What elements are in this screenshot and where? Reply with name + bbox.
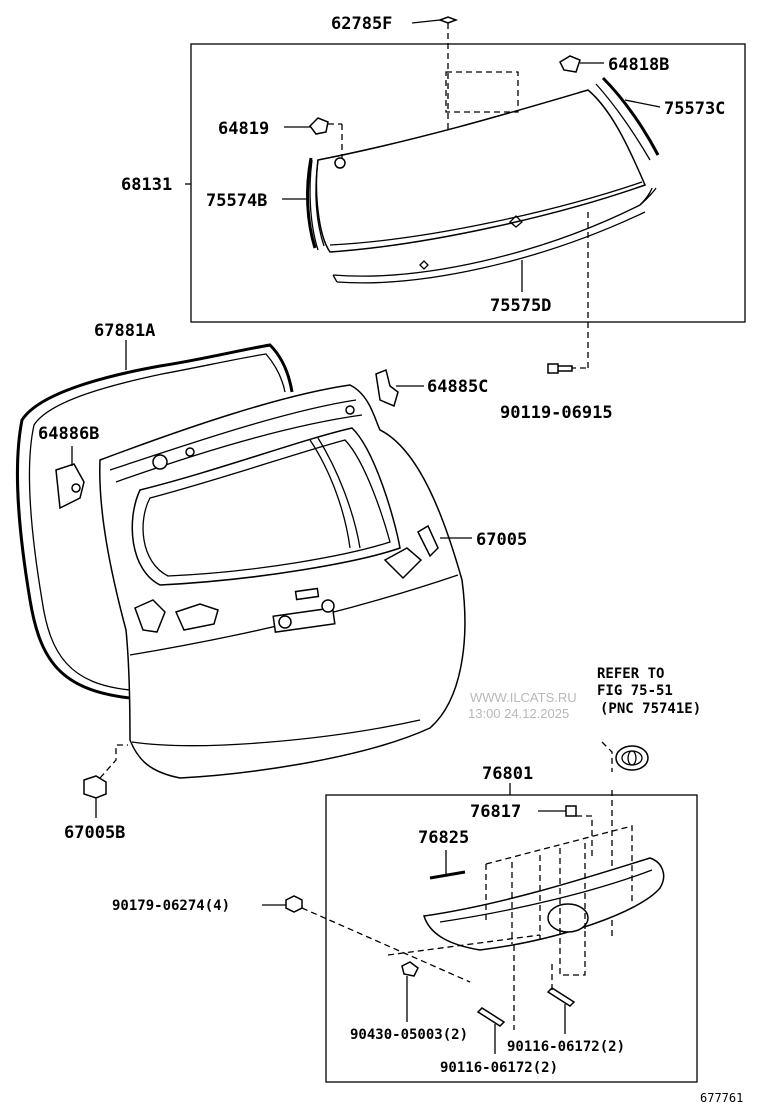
grommet-67005b	[83, 775, 107, 799]
leader-75573c	[624, 99, 661, 108]
glass-lower-mark	[419, 260, 429, 270]
glass-left-edge	[309, 159, 319, 251]
door-cutout-mid	[174, 603, 219, 631]
label-68131: 68131	[121, 175, 172, 195]
leader-90430-dash	[387, 934, 541, 956]
label-64818b: 64818B	[608, 55, 669, 75]
reference-line-3: (PNC 75741E)	[600, 701, 701, 717]
label-67005b: 67005B	[64, 823, 125, 843]
label-76801: 76801	[482, 764, 533, 784]
reference-line-2: FIG 75-51	[597, 683, 673, 699]
label-90430: 90430-05003(2)	[350, 1027, 468, 1043]
dashed-plate	[445, 71, 519, 113]
door-frame-diag	[309, 439, 351, 549]
garnish-76801	[423, 857, 665, 951]
leader-90116-dash	[513, 945, 553, 1030]
label-90119: 90119-06915	[500, 403, 613, 423]
glass-marker-dot	[334, 157, 346, 169]
screw-76817	[565, 805, 577, 817]
label-75574b: 75574B	[206, 191, 267, 211]
leader-90179-dash	[301, 907, 471, 983]
glass-edge-band	[329, 181, 643, 246]
garnish-dash-frame	[485, 825, 633, 976]
label-75575d: 75575D	[490, 296, 551, 316]
leader-67005b-dash	[99, 744, 128, 779]
door-window-opening	[131, 427, 401, 586]
door-hole-3	[345, 405, 355, 415]
door-top-ridge	[109, 399, 357, 471]
glass-group-box	[190, 43, 746, 323]
door-hole-2	[185, 447, 195, 457]
bracket-64886b-hole	[71, 483, 81, 493]
reference-line-1: REFER TO	[597, 666, 664, 682]
watermark-timestamp: 13:00 24.12.2025	[468, 706, 569, 721]
bracket-64886b	[55, 463, 85, 510]
diagram-id: 677761	[700, 1091, 743, 1105]
door-hole-1	[152, 454, 168, 470]
label-62785f: 62785F	[331, 14, 392, 34]
leader-76817-dash	[576, 815, 593, 860]
garnish-group-box	[325, 794, 698, 1083]
emblem	[615, 745, 649, 771]
label-76825: 76825	[418, 828, 469, 848]
bolt-90119	[547, 363, 573, 374]
label-64819: 64819	[218, 119, 269, 139]
label-76817: 76817	[470, 802, 521, 822]
weatherstrip-67881a	[15, 343, 294, 700]
garnish-emblem-seat	[547, 903, 589, 933]
door-frame-diag-2	[317, 437, 361, 549]
weatherstrip-75575d-end	[332, 187, 657, 283]
clip-64819	[309, 117, 329, 135]
door-top-ridge-2	[115, 414, 363, 483]
label-67005: 67005	[476, 530, 527, 550]
clip-64818b	[559, 55, 581, 73]
label-90116-b: 90116-06172(2)	[440, 1060, 558, 1076]
weatherstrip-75575d	[332, 187, 653, 284]
door-slot	[294, 587, 320, 601]
label-67881a: 67881A	[94, 321, 155, 341]
label-64885c: 64885C	[427, 377, 488, 397]
weatherstrip-75574b-inner	[315, 159, 325, 247]
weatherstrip-75573c-inner	[595, 83, 651, 161]
back-door-glass	[315, 89, 647, 253]
door-cutout-far	[417, 524, 439, 558]
clip-76825	[429, 870, 466, 880]
nut-90179	[285, 895, 303, 913]
part-62785f	[437, 16, 459, 24]
door-cutout-right	[383, 547, 423, 580]
label-90179: 90179-06274(4)	[112, 898, 230, 914]
weatherstrip-67881a-inner	[28, 353, 286, 691]
bolt-90116-a	[546, 987, 576, 1007]
door-window-inner	[142, 439, 391, 577]
label-90116-a: 90116-06172(2)	[507, 1039, 625, 1055]
bracket-64885c	[375, 368, 399, 408]
door-hole-5	[321, 599, 335, 613]
bolt-90116-b	[476, 1007, 506, 1027]
glass-center-mark	[509, 215, 523, 228]
label-64886b: 64886B	[38, 424, 99, 444]
door-hole-4	[278, 615, 292, 629]
watermark-site: WWW.ILCATS.RU	[470, 690, 577, 705]
label-75573c: 75573C	[664, 99, 725, 119]
weatherstrip-75573c	[601, 76, 660, 156]
door-cutout-left	[134, 599, 166, 633]
leader-62785f	[411, 19, 441, 24]
door-lower-curve	[131, 719, 421, 747]
washer-90430	[401, 961, 419, 977]
weatherstrip-75574b	[306, 157, 317, 249]
